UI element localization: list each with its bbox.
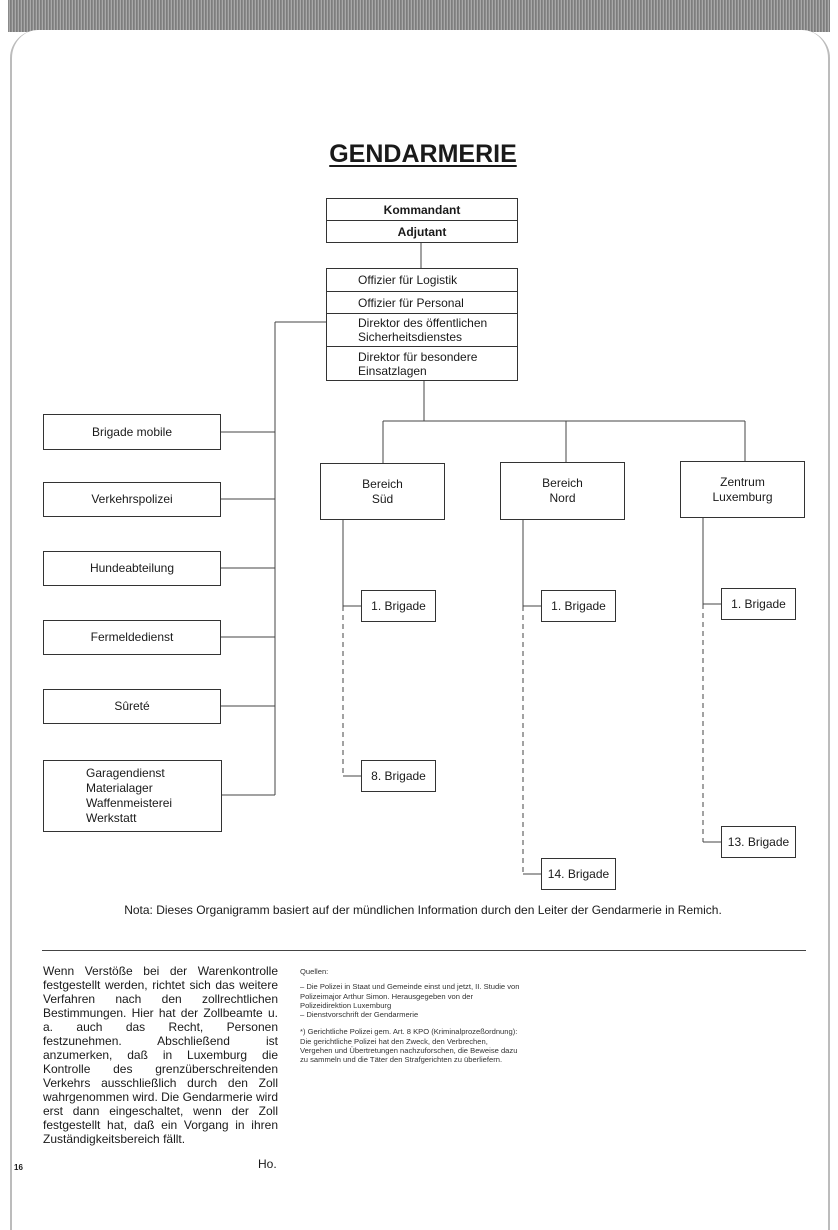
kommandant: Kommandant <box>327 199 517 221</box>
staff-box: Offizier für Logistik Offizier für Perso… <box>326 268 518 381</box>
body-text: Wenn Verstöße bei der Warenkontrolle fes… <box>43 964 278 1146</box>
brigade-box: 1. Brigade <box>541 590 616 622</box>
adjutant: Adjutant <box>397 224 447 239</box>
brigade-box: 13. Brigade <box>721 826 796 858</box>
service-box: Verkehrspolizei <box>43 482 221 517</box>
staff-logistik: Offizier für Logistik <box>327 269 517 292</box>
divider <box>42 950 806 951</box>
nota-text: Nota: Dieses Organigramm basiert auf der… <box>124 903 722 917</box>
service-box: Brigade mobile <box>43 414 221 450</box>
staff-sicherheitsdienst: Direktor des öffentlichen Sicherheitsdie… <box>327 314 517 347</box>
brigade-box: 8. Brigade <box>361 760 436 792</box>
sources-heading: Quellen: <box>300 967 329 976</box>
brigade-box: 14. Brigade <box>541 858 616 890</box>
command-box: Kommandant Adjutant <box>326 198 518 243</box>
region-box: Bereich Süd <box>320 463 445 520</box>
region-box: Bereich Nord <box>500 462 625 520</box>
staff-einsatzlagen: Direktor für besondere Einsatzlagen <box>358 349 478 378</box>
footnote: *) Gerichtliche Polizei gem. Art. 8 KPO … <box>300 1027 518 1065</box>
staff-personal: Offizier für Personal <box>327 292 517 314</box>
page-frame-band <box>8 0 830 32</box>
service-box: Sûreté <box>43 689 221 724</box>
service-box: Fermeldedienst <box>43 620 221 655</box>
author-initials: Ho. <box>258 1157 277 1171</box>
service-box: Garagendienst Materialager Waffenmeister… <box>43 760 222 832</box>
region-box: Zentrum Luxemburg <box>680 461 805 518</box>
brigade-box: 1. Brigade <box>361 590 436 622</box>
org-chart-connectors <box>220 242 746 875</box>
sources-column: Quellen: – Die Polizei in Staat und Geme… <box>300 967 522 1065</box>
source-item: – Dienstvorschrift der Gendarmerie <box>300 1010 419 1020</box>
page-number: 16 <box>14 1163 23 1172</box>
brigade-box: 1. Brigade <box>721 588 796 620</box>
page-title: GENDARMERIE <box>329 140 517 168</box>
source-item: – Die Polizei in Staat und Gemeinde eins… <box>300 982 520 1010</box>
body-text-column: Wenn Verstöße bei der Warenkontrolle fes… <box>43 964 278 1146</box>
service-box: Hundeabteilung <box>43 551 221 586</box>
